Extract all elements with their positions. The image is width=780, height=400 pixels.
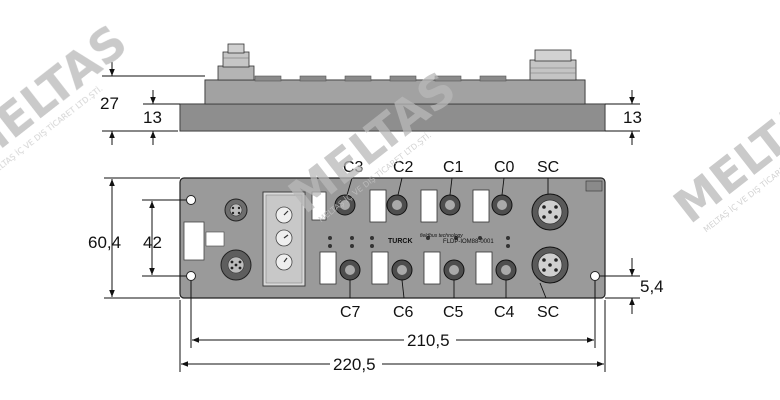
dim-13-left-label: 13 bbox=[143, 108, 162, 127]
port-leader-lines bbox=[346, 177, 549, 299]
port-socket-C0 bbox=[491, 194, 513, 216]
dim-13-right bbox=[605, 90, 640, 145]
side-view: 27 13 13 bbox=[100, 43, 642, 145]
dim-27 bbox=[102, 62, 205, 145]
port-label-bottom-1: C6 bbox=[393, 304, 414, 321]
side-connector-left bbox=[217, 43, 255, 81]
dim-13-left bbox=[143, 90, 180, 145]
port-socket-C5 bbox=[443, 259, 465, 281]
svg-text:MELTAS: MELTAS bbox=[664, 71, 780, 234]
port-socket-C7 bbox=[339, 259, 361, 281]
port-label-bottom-2: C5 bbox=[443, 304, 464, 321]
port-label-bottom-0: C7 bbox=[340, 304, 361, 321]
port-socket-C4 bbox=[495, 259, 517, 281]
dim-60-4 bbox=[104, 177, 180, 299]
port-label-bottom-3: C4 bbox=[494, 304, 515, 321]
port-label-top-0: C3 bbox=[343, 159, 364, 176]
label-windows bbox=[311, 189, 493, 285]
dim-27-label: 27 bbox=[100, 94, 119, 113]
side-connector-right bbox=[529, 49, 577, 81]
io-ports bbox=[334, 194, 517, 281]
port-label-top-3: C0 bbox=[494, 159, 515, 176]
port-socket-C1 bbox=[439, 194, 461, 216]
device-model: FLDP-IOM88-0001 bbox=[443, 239, 494, 245]
port-socket-C6 bbox=[391, 259, 413, 281]
dim-13-right-label: 13 bbox=[623, 108, 642, 127]
dim-60-4-label: 60,4 bbox=[88, 233, 121, 252]
port-socket-C3 bbox=[334, 194, 356, 216]
mounting-holes bbox=[186, 195, 600, 281]
sc-connector-lower bbox=[531, 246, 569, 284]
dim-210-5-label: 210,5 bbox=[407, 331, 450, 350]
device-logo: fieldbus technology bbox=[420, 233, 463, 239]
side-view-bumps bbox=[254, 75, 507, 82]
dim-5-4 bbox=[600, 258, 640, 314]
status-leds bbox=[328, 236, 510, 248]
address-switch-panel bbox=[262, 191, 306, 287]
power-connector-lower bbox=[220, 249, 252, 281]
port-socket-C2 bbox=[386, 194, 408, 216]
sc-connector-upper bbox=[531, 193, 569, 231]
dim-42-label: 42 bbox=[143, 233, 162, 252]
dim-5-4-label: 5,4 bbox=[640, 277, 664, 296]
top-view: TURCK fieldbus technology FLDP-IOM88-000… bbox=[88, 159, 664, 374]
dim-42 bbox=[142, 199, 186, 277]
watermark-left: MELTAS MELTAŞ İÇ VE DIŞ TİCARET LTD.ŞTİ. bbox=[0, 14, 137, 177]
port-label-top-2: C1 bbox=[443, 159, 464, 176]
label-area-left bbox=[183, 221, 205, 261]
dim-220-5-label: 220,5 bbox=[333, 355, 376, 374]
device-brand: TURCK bbox=[388, 238, 413, 245]
power-connector-upper bbox=[224, 198, 248, 222]
port-label-top-4: SC bbox=[537, 159, 559, 176]
port-label-top-1: C2 bbox=[393, 159, 414, 176]
watermark-right: MELTAS MELTAŞ İÇ VE DIŞ TİCARET LTD.ŞTİ. bbox=[664, 71, 780, 234]
port-label-bottom-4: SC bbox=[537, 304, 559, 321]
